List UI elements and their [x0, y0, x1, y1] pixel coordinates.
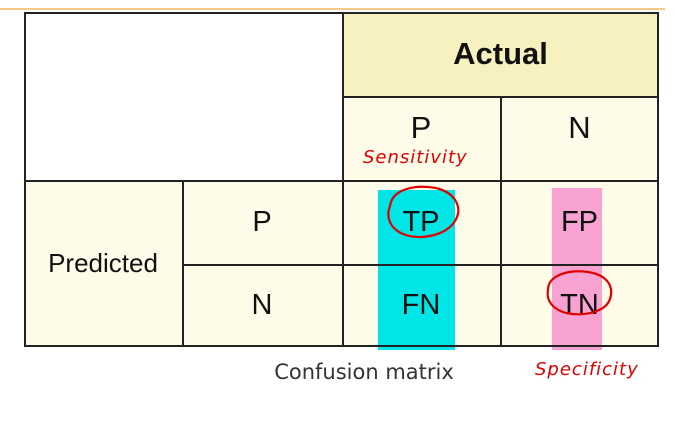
grid-line-horizontal-2: [24, 180, 659, 182]
predicted-n-label: N: [251, 289, 273, 321]
grid-line-horizontal-3: [182, 264, 659, 266]
predicted-p-label-cell: P: [182, 180, 342, 264]
predicted-label: Predicted: [48, 248, 158, 278]
fp-value: FP: [560, 205, 599, 238]
caption: Confusion matrix: [269, 357, 459, 387]
specificity-highlight: [552, 188, 602, 350]
caption-text: Confusion matrix: [274, 360, 454, 384]
grid-line-vertical-1: [182, 180, 184, 347]
actual-p-label: P: [410, 110, 432, 145]
fn-value: FN: [401, 289, 441, 321]
actual-header-label: Actual: [453, 36, 548, 71]
predicted-p-label: P: [252, 205, 272, 238]
tn-value: TN: [560, 289, 599, 321]
top-divider-line: [0, 8, 665, 10]
grid-line-vertical-2: [342, 12, 344, 347]
predicted-label-cell: Predicted: [24, 180, 182, 347]
predicted-n-label-cell: N: [182, 264, 342, 347]
confusion-matrix-table: Actual P N Predicted P N TP FP FN TN: [24, 12, 659, 350]
specificity-annotation: Specificity: [535, 359, 639, 380]
sensitivity-text: Sensitivity: [363, 147, 468, 168]
actual-p-header-cell: P: [342, 96, 500, 180]
actual-n-label: N: [568, 110, 591, 145]
sensitivity-annotation: Sensitivity: [363, 147, 468, 168]
actual-n-header-cell: N: [500, 96, 659, 180]
tp-value: TP: [402, 205, 440, 238]
grid-line-vertical-3: [500, 96, 502, 347]
actual-header-cell: Actual: [342, 12, 659, 96]
specificity-text: Specificity: [535, 359, 639, 380]
empty-top-left-cell: [24, 12, 342, 180]
grid-line-horizontal-1: [342, 96, 659, 98]
